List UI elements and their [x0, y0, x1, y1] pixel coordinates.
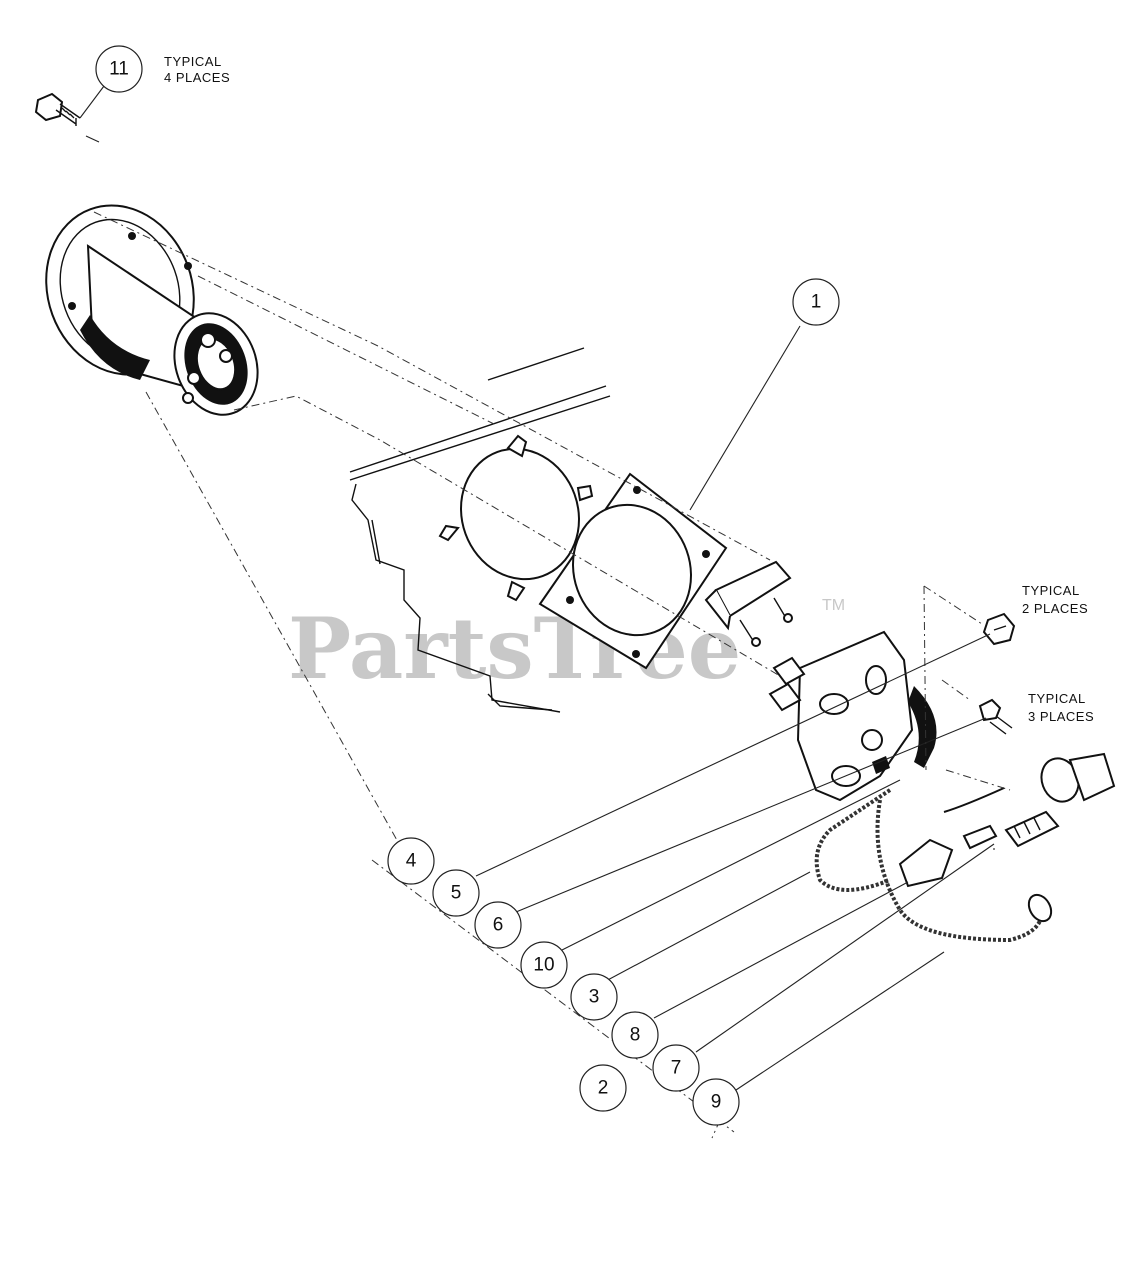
screw-part: [978, 698, 1013, 735]
callout-5-label: 5: [451, 883, 462, 904]
plug-part: [898, 752, 1116, 888]
terminal-block-part: [704, 560, 793, 647]
callout-1[interactable]: 1: [792, 278, 840, 326]
note-typical-3-line2: 3 PLACES: [1028, 709, 1094, 724]
frame-outline: [349, 347, 611, 713]
assembly-axes: [93, 211, 1011, 1139]
leader-lines: [475, 325, 995, 1091]
callout-4[interactable]: 4: [387, 837, 435, 885]
callout-9-label: 9: [711, 1092, 722, 1113]
receptacle-part: [768, 630, 937, 802]
cord-part: [814, 788, 892, 892]
callout-11[interactable]: 11: [95, 45, 143, 93]
note-typical-4-line1: TYPICAL: [164, 54, 222, 69]
callout-10-label: 10: [533, 955, 554, 976]
mounting-plate-part: [538, 472, 728, 670]
note-typical-2-line1: TYPICAL: [1022, 583, 1080, 598]
callout-7-label: 7: [671, 1058, 682, 1079]
callout-9[interactable]: 9: [692, 1078, 740, 1126]
note-typical-3-places: TYPICAL 3 PLACES: [1028, 691, 1094, 724]
note-typical-4-places: TYPICAL 4 PLACES: [164, 54, 230, 85]
note-typical-2-places: TYPICAL 2 PLACES: [1022, 583, 1088, 616]
note-typical-3-line1: TYPICAL: [1028, 691, 1086, 706]
housing-part: [45, 204, 259, 416]
note-typical-4-line2: 4 PLACES: [164, 70, 230, 85]
callout-2[interactable]: 2: [579, 1064, 627, 1112]
callout-8[interactable]: 8: [611, 1011, 659, 1059]
callout-7[interactable]: 7: [652, 1044, 700, 1092]
cord-ring-part: [875, 799, 1044, 943]
callout-3-label: 3: [589, 987, 600, 1008]
callout-6-label: 6: [493, 915, 504, 936]
gasket-part: [438, 434, 594, 602]
cap-part: [982, 612, 1016, 646]
callout-4-label: 4: [406, 851, 417, 872]
watermark-tm: TM: [822, 597, 845, 614]
bolt-part: [34, 92, 81, 126]
callout-8-label: 8: [630, 1025, 641, 1046]
callout-11-label: 11: [109, 59, 129, 80]
callout-5[interactable]: 5: [432, 869, 480, 917]
note-typical-2-line2: 2 PLACES: [1022, 601, 1088, 616]
callout-6[interactable]: 6: [474, 901, 522, 949]
leader-11: [79, 85, 105, 119]
ring-terminal-part: [1027, 893, 1053, 923]
callout-2-label: 2: [598, 1078, 609, 1099]
callout-10[interactable]: 10: [520, 941, 568, 989]
callout-3[interactable]: 3: [570, 973, 618, 1021]
callout-1-label: 1: [811, 292, 822, 313]
